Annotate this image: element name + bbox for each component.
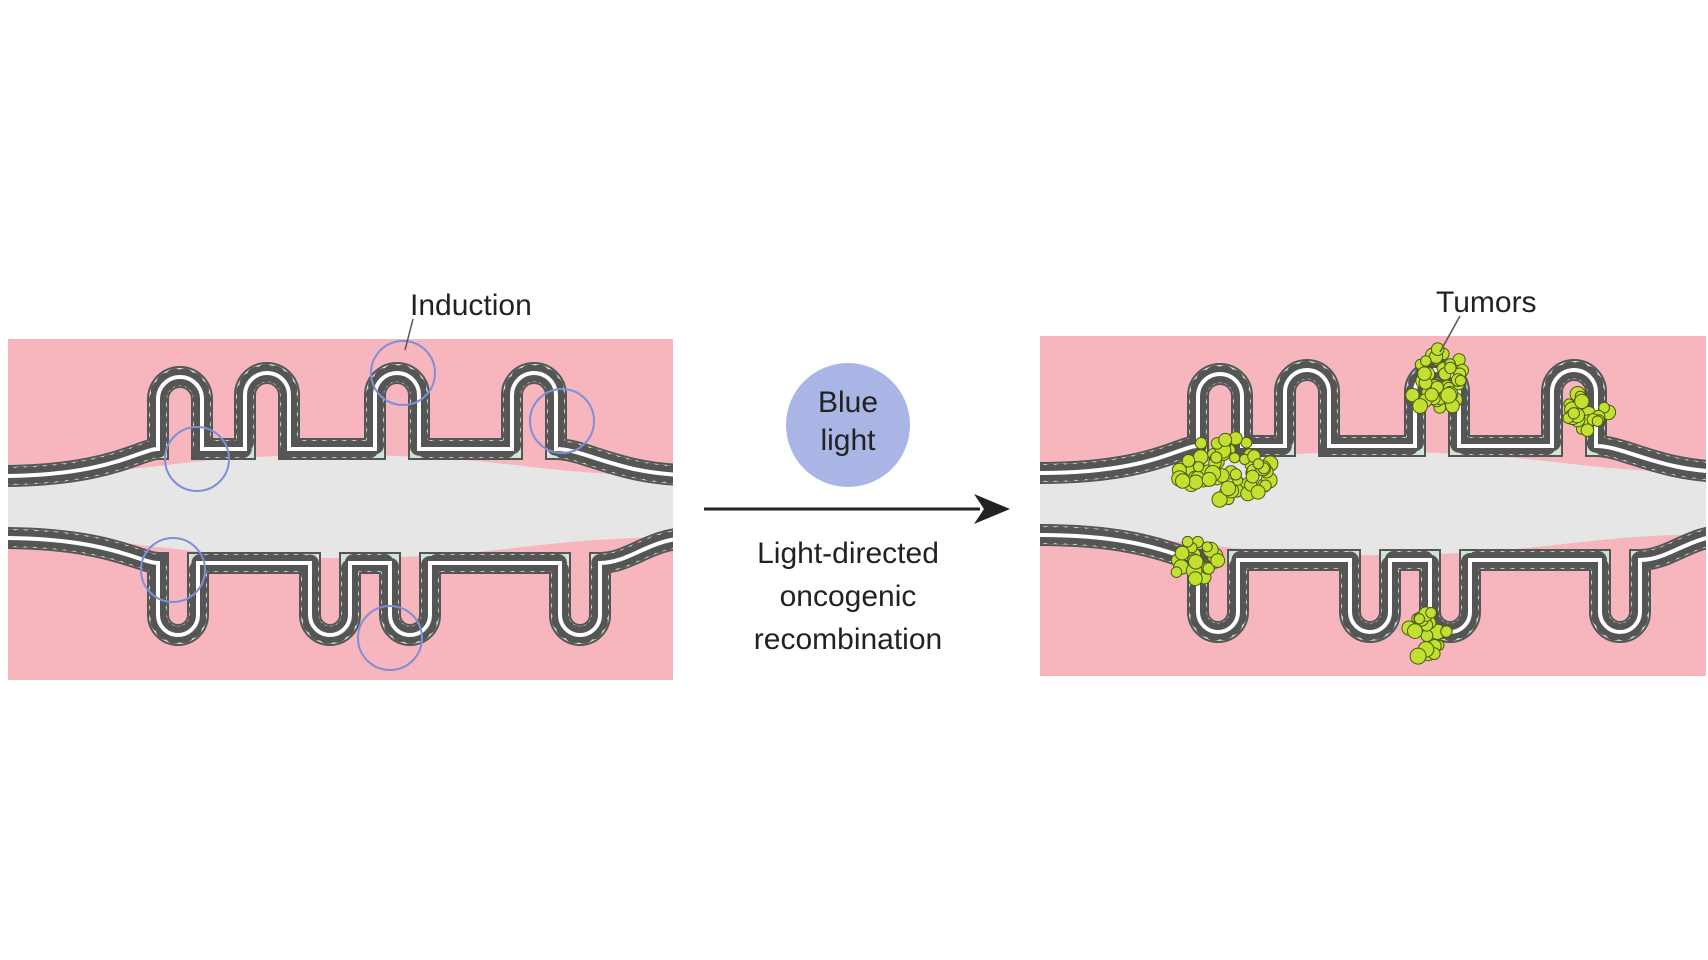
tumor-cluster [1170,535,1226,587]
tumor-cell [1444,361,1457,375]
process-arrow-head [974,494,1010,524]
tumor-cell [1567,407,1581,420]
tumor-cell [1229,452,1241,464]
tumor-cell [1188,554,1204,570]
tumor-cell [1187,571,1203,587]
tumor-cluster [1405,342,1470,414]
tumor-cell [1174,545,1190,561]
tumor-cell [1201,541,1213,553]
tumors-group [1170,342,1617,665]
induction-sites [140,340,595,671]
process-label-line3: recombination [754,623,942,656]
apical-border [8,536,673,637]
tumor-cell [1220,480,1237,497]
tumors-pointer [1439,315,1461,353]
induction-circle [164,426,230,492]
induction-circle [357,605,423,671]
tumor-cell [1210,553,1226,568]
tumor-cell [1194,437,1208,450]
tumor-cell [1409,647,1427,665]
tumor-cell [1201,471,1217,487]
tumor-cell [1430,342,1445,357]
tumor-cell [1211,491,1228,508]
tumors-label: Tumors [1436,286,1537,319]
blue-light-label-line2: light [820,424,876,457]
tumor-cell [1405,387,1420,403]
tumor-cell [1574,393,1590,410]
tumor-cell [1580,423,1595,438]
process-label-line2: oncogenic [780,580,917,613]
tumor-cell [1181,535,1194,548]
tumor-cluster [1401,606,1453,665]
tumor-cell [1407,623,1423,639]
tumor-cell [1192,461,1205,473]
induction-circle [140,537,206,603]
tumor-cell [1417,366,1432,382]
blue-light-disc [786,363,910,487]
tumor-cluster [1562,386,1617,438]
tumor-cell [1425,607,1437,619]
tumor-cell [1210,451,1223,464]
apical-border [8,371,673,478]
tumor-cell [1218,432,1233,447]
tumor-cell [1202,562,1215,575]
transition: Blue light Light-directed oncogenic reco… [704,363,1010,656]
induction-label: Induction [410,289,532,322]
tumor-cell [1229,468,1243,481]
tumor-cell [1175,473,1191,489]
tumor-cell [1440,625,1453,638]
tumor-cell [1250,484,1266,500]
apical-border [1040,368,1706,475]
tumor-cell [1424,387,1439,402]
tumor-cell [1420,355,1432,367]
apical-border [1040,533,1706,634]
induction-circle [370,340,436,406]
tumor-cell [1412,398,1428,414]
tumor-cell [1252,458,1264,470]
induction-pointer [404,318,414,351]
process-label-line1: Light-directed [757,537,939,570]
tumor-cell [1413,613,1426,625]
tumor-cell [1245,469,1260,484]
tumor-cluster [1171,431,1279,508]
panel-before: Induction [8,289,673,680]
tumor-cell [1454,374,1467,387]
tumor-cell [1440,387,1457,404]
tumor-cell [1188,474,1204,490]
induction-circle [529,388,595,454]
panel-after: Tumors [1040,286,1706,676]
tumor-cell [1591,415,1604,428]
blue-light-label-line1: Blue [818,386,878,419]
tumor-cell [1170,566,1183,579]
tumor-cell [1181,454,1196,468]
